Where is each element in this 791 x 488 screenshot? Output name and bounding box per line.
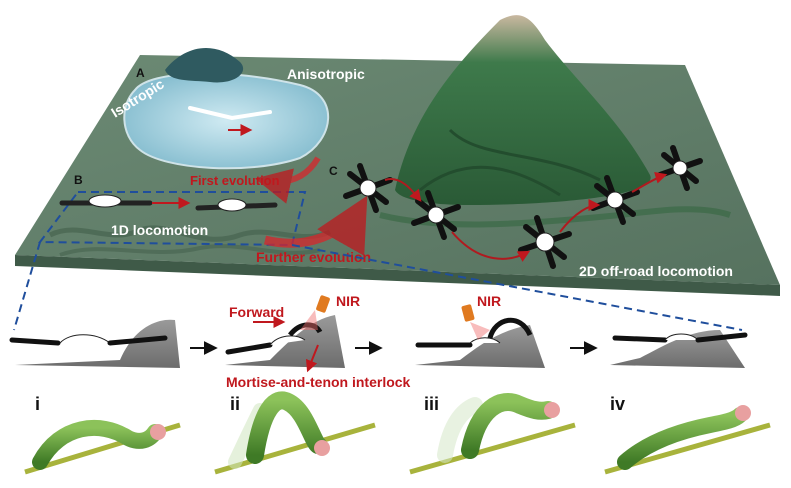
step-label-iii: iii bbox=[424, 394, 439, 414]
water-pool bbox=[123, 48, 330, 170]
further-evolution-label: Further evolution bbox=[256, 249, 371, 265]
swimmer-robot bbox=[188, 106, 272, 121]
rough-ground bbox=[48, 225, 331, 257]
star-robot-2 bbox=[411, 190, 461, 240]
dash-connector-right bbox=[291, 244, 743, 331]
step-label-i: i bbox=[35, 394, 40, 414]
robot-1d-b bbox=[195, 198, 278, 212]
step-label-ii: ii bbox=[230, 394, 240, 414]
locomotion-2d-label: 2D off-road locomotion bbox=[579, 263, 733, 279]
anisotropic-label: Anisotropic bbox=[287, 66, 365, 82]
rock-step-1 bbox=[9, 319, 180, 368]
panel-c-label: C bbox=[329, 164, 338, 178]
panel-b-label: B bbox=[74, 173, 83, 187]
caterpillar-ii bbox=[214, 391, 376, 475]
nir-label-1: NIR bbox=[336, 293, 360, 309]
interlock-label: Mortise-and-tenon interlock bbox=[226, 374, 411, 390]
rock-step-4 bbox=[610, 330, 748, 368]
dash-connector-left bbox=[13, 241, 41, 331]
star-robot-1 bbox=[343, 163, 393, 213]
nir-label-2: NIR bbox=[477, 293, 501, 309]
first-evolution-label: First evolution bbox=[190, 173, 280, 188]
caterpillar-iv bbox=[604, 405, 771, 475]
panel-a-label: A bbox=[136, 66, 145, 80]
step-label-iv: iv bbox=[610, 394, 625, 414]
star-robot-4 bbox=[590, 175, 640, 225]
mountain bbox=[379, 15, 731, 228]
forward-label: Forward bbox=[229, 304, 284, 320]
path-2d-arrows bbox=[384, 172, 668, 262]
nir-laser-icon bbox=[316, 295, 330, 313]
first-evolution-arrow bbox=[254, 156, 321, 204]
locomotion-1d-label: 1D locomotion bbox=[111, 222, 208, 238]
nir-laser-icon-2 bbox=[461, 304, 475, 322]
star-robot-3 bbox=[518, 215, 572, 269]
rock-step-3 bbox=[415, 304, 545, 368]
rock-step-2 bbox=[225, 295, 345, 373]
further-evolution-arrow bbox=[263, 195, 368, 256]
caterpillar-i bbox=[24, 419, 181, 475]
caterpillar-iii bbox=[409, 393, 576, 475]
robot-1d-a bbox=[59, 194, 153, 208]
